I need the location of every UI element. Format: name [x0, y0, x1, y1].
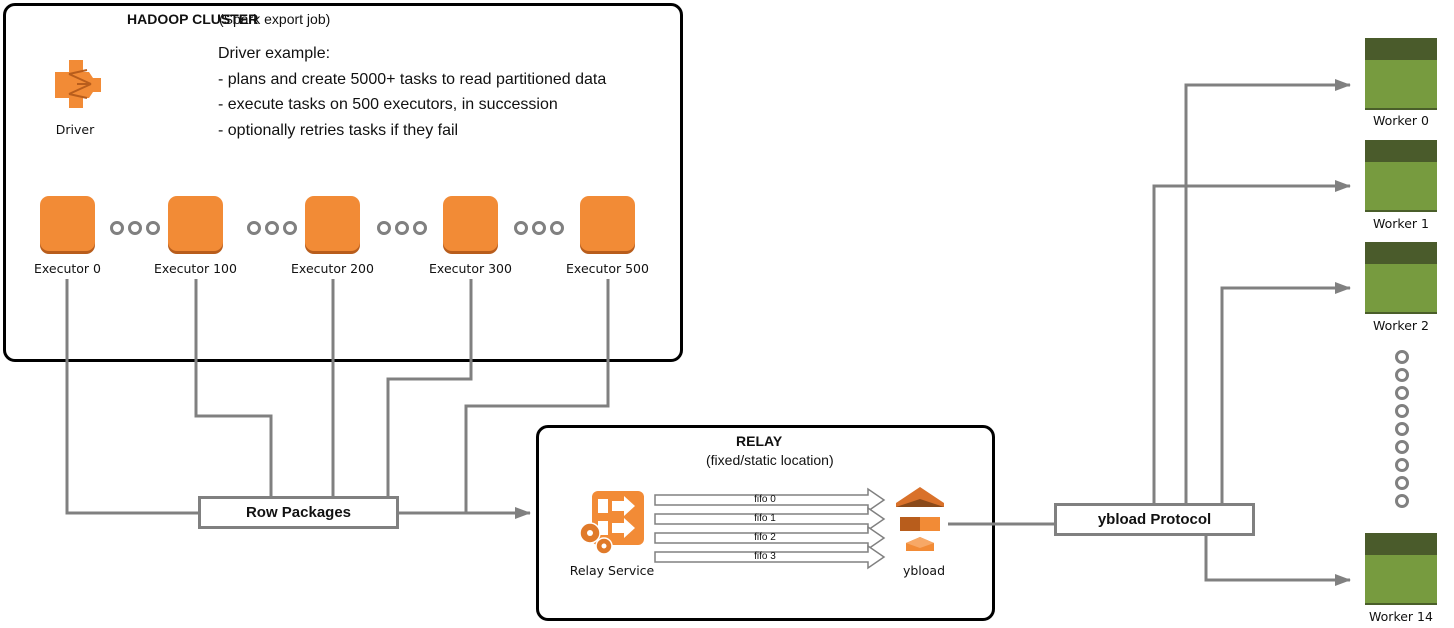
executor-label: Executor 100 [154, 261, 237, 276]
ybload-icon [896, 487, 944, 551]
worker-label: Worker 14 [1369, 609, 1433, 624]
worker-1-node [1365, 140, 1437, 212]
executor-0-node [40, 196, 95, 251]
driver-cluster-icon [55, 60, 101, 108]
driver-note: - plans and create 5000+ tasks to read p… [218, 70, 607, 88]
wire-executor-300 [386, 279, 473, 497]
relay-service-node [576, 489, 648, 557]
wire-executor-500 [464, 279, 610, 513]
driver-notes: Driver example: - plans and create 5000+… [218, 41, 606, 143]
executor-100-node [168, 196, 223, 251]
wire-protocol-to-worker-0 [1184, 79, 1351, 505]
driver-note: - execute tasks on 500 executors, in suc… [218, 96, 558, 113]
wire-protocol-to-worker-2 [1220, 282, 1351, 505]
hadoop-cluster-panel [3, 3, 683, 362]
relay-title: RELAY [736, 433, 783, 449]
executor-300-node [443, 196, 498, 251]
wire-executor-100 [194, 279, 273, 497]
fifo-label: fifo 3 [754, 551, 776, 562]
relay-subtitle: (fixed/static location) [706, 452, 834, 468]
driver-notes-heading: Driver example: [218, 45, 331, 62]
driver-label: Driver [55, 122, 95, 137]
worker-label: Worker 2 [1373, 318, 1429, 333]
wire-protocol-to-worker-14 [1204, 533, 1351, 586]
wire-protocol-to-worker-1 [1152, 180, 1351, 505]
worker-label: Worker 0 [1373, 113, 1429, 128]
ellipsis-dots-icon [247, 221, 297, 235]
ybload-protocol-box: ybload Protocol [1054, 503, 1255, 536]
fifo-label: fifo 2 [754, 532, 776, 543]
hadoop-cluster-title: HADOOP CLUSTER [127, 11, 259, 27]
fifo-arrow-0 [654, 487, 886, 513]
driver-note: - optionally retries tasks if they fail [218, 121, 459, 139]
ybload-node [892, 485, 948, 557]
fifo-label: fifo 0 [754, 494, 776, 505]
fifo-arrow-2 [654, 525, 886, 551]
row-packages-box: Row Packages [198, 496, 399, 529]
worker-2-node [1365, 242, 1437, 314]
worker-14-node [1365, 533, 1437, 605]
ellipsis-dots-icon [514, 221, 564, 235]
worker-0-node [1365, 38, 1437, 110]
relay-service-icon [579, 491, 644, 555]
executor-label: Executor 0 [33, 261, 101, 276]
fifo-arrow-1 [654, 506, 886, 532]
executor-label: Executor 300 [429, 261, 512, 276]
fifo-arrow-3 [654, 544, 886, 570]
ellipsis-dots-icon [377, 221, 427, 235]
wire-executor-0 [65, 279, 200, 515]
ellipsis-dots-icon [110, 221, 160, 235]
hadoop-cluster-subtitle: (Spark export job) [219, 11, 331, 27]
worker-label: Worker 1 [1373, 216, 1429, 231]
fifo-label: fifo 1 [754, 513, 776, 524]
driver-node [47, 58, 107, 138]
vertical-ellipsis-dots-icon [1395, 350, 1409, 508]
executor-200-node [305, 196, 360, 251]
executor-500-node [580, 196, 635, 251]
relay-service-label: Relay Service [569, 563, 655, 578]
ybload-label: ybload [902, 563, 946, 578]
executor-label: Executor 200 [291, 261, 374, 276]
executor-label: Executor 500 [566, 261, 649, 276]
